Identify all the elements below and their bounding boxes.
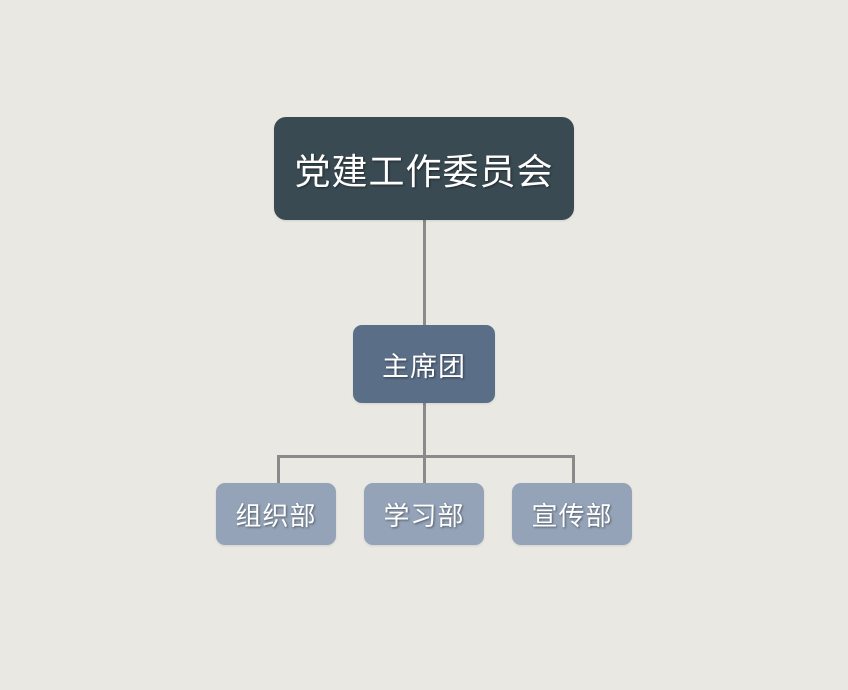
- connector-drop-leaf-3: [572, 455, 575, 485]
- org-node-leaf-2[interactable]: 学习部: [364, 483, 484, 545]
- connector-bus-horizontal: [277, 455, 575, 458]
- org-node-leaf-3-label: 宣传部: [531, 501, 613, 531]
- org-node-mid[interactable]: 主席团: [353, 325, 495, 403]
- org-node-mid-label: 主席团: [382, 351, 466, 382]
- connector-root-to-mid: [423, 220, 426, 327]
- connector-drop-leaf-1: [277, 455, 280, 485]
- org-node-root-label: 党建工作委员会: [294, 151, 554, 192]
- org-node-root[interactable]: 党建工作委员会: [274, 117, 574, 220]
- org-node-leaf-1[interactable]: 组织部: [216, 483, 336, 545]
- org-node-leaf-1-label: 组织部: [235, 501, 317, 531]
- connector-mid-stem: [423, 403, 426, 485]
- org-node-leaf-3[interactable]: 宣传部: [512, 483, 632, 545]
- org-node-leaf-2-label: 学习部: [383, 501, 465, 531]
